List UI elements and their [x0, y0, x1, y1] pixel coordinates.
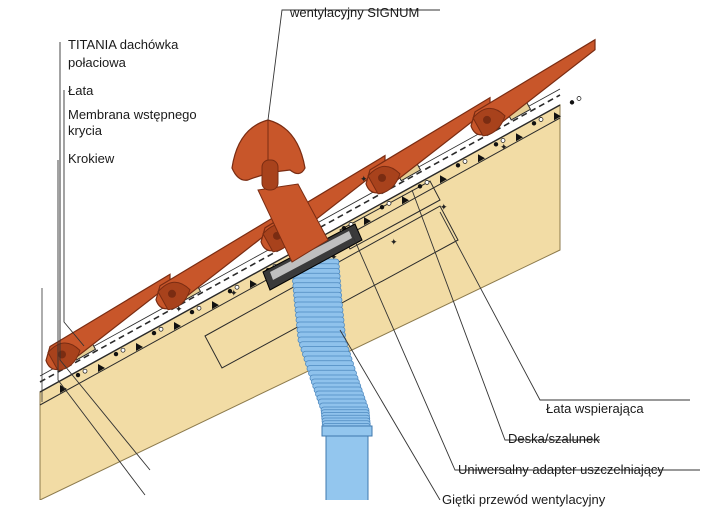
star-marker: ✦ — [175, 305, 183, 315]
membrane-dot-marker — [75, 372, 81, 378]
leader-lines — [57, 9, 700, 501]
membrane-hole-marker — [386, 201, 392, 206]
label-krokiew: Krokiew — [68, 151, 115, 166]
membrane-arrow-marker — [478, 154, 485, 163]
star-marker: ✦ — [390, 238, 398, 248]
label-membrana: Membrana wstępnego — [68, 107, 197, 122]
membrane-dot-marker — [493, 142, 499, 147]
sealing-adapter-inner — [270, 231, 352, 280]
label-adapter: Uniwersalny adapter uszczelniający — [458, 462, 664, 477]
tile-lug — [378, 173, 386, 182]
star-marker: ✦ — [230, 289, 238, 299]
leader-krokiew — [57, 160, 146, 496]
tile-lug — [483, 115, 491, 124]
membrane-markers: ✦✦✦✦✦✦✦✦ — [60, 96, 582, 393]
membrane-arrow-marker — [402, 196, 409, 205]
membrane-hole-marker — [196, 305, 202, 311]
membrane-hole-marker — [500, 138, 506, 143]
membrane-hole-marker — [538, 117, 544, 122]
membrane-arrow-marker — [60, 384, 67, 393]
label-deska: Deska/szalunek — [508, 431, 600, 446]
roof-tile — [470, 38, 596, 136]
leader-adapter — [351, 233, 700, 471]
membrane-dot-marker — [151, 330, 157, 336]
label-titania: TITANIA dachówka — [68, 37, 179, 52]
membrane-dot-marker — [455, 163, 461, 168]
membrane-dot-marker — [379, 205, 385, 210]
membrane-dot-marker — [227, 288, 233, 294]
membrane-hole-marker — [234, 284, 240, 290]
leader-lata-wspierajaca — [439, 211, 690, 401]
label-titania-2: połaciowa — [68, 55, 126, 70]
membrane-dot-marker — [417, 184, 423, 189]
star-marker: ✦ — [330, 253, 338, 263]
membrane-dot-marker — [189, 309, 195, 315]
membrane-hole-marker — [424, 180, 430, 185]
membrane-hole-marker — [576, 96, 582, 101]
roof-tile — [365, 96, 491, 194]
membrane-arrow-marker — [250, 280, 257, 289]
membrane-arrow-marker — [136, 343, 143, 352]
membrane-arrow-marker — [98, 363, 105, 372]
vent-body — [257, 183, 329, 263]
leader-deska — [411, 189, 600, 441]
roof-tile — [45, 273, 171, 371]
membrane-arrow-marker — [212, 301, 219, 310]
leader-membrana — [59, 130, 151, 471]
membrane-dot-marker — [569, 100, 575, 105]
label-lata-wspierajaca: Łata wspierająca — [546, 401, 644, 416]
membrane-arrow-marker — [174, 322, 181, 331]
membrane-hole-marker — [82, 368, 88, 374]
tile-lug — [58, 350, 66, 359]
leader-signum — [267, 9, 440, 121]
membrane-arrow-marker — [364, 217, 371, 226]
tile-lug — [168, 289, 176, 298]
rigid-pipe — [325, 431, 369, 503]
membrane-hole-marker — [120, 347, 126, 353]
star-marker: ✦ — [500, 143, 508, 153]
vent-cap-slot — [261, 159, 279, 191]
leader-bottom — [339, 329, 441, 501]
label-signum: wentylacyjny SIGNUM — [290, 5, 420, 20]
membrane-dot-marker — [113, 351, 119, 357]
membrane-arrow-marker — [516, 133, 523, 142]
membrane-arrow-marker — [554, 112, 561, 121]
star-marker: ✦ — [440, 203, 448, 213]
membrane-hole-marker — [462, 159, 468, 164]
membrane-line — [39, 94, 561, 383]
rigid-pipe-collar — [321, 425, 373, 437]
roof-tile — [155, 212, 281, 310]
membrane-dot-marker — [531, 121, 537, 126]
label-membrana-2: krycia — [68, 123, 102, 138]
label-lata: Łata — [68, 83, 94, 98]
supporting-batten-box-1 — [204, 205, 459, 369]
membrane-arrow-marker — [440, 175, 447, 184]
membrane-hole-marker — [158, 326, 164, 332]
leader-lata — [63, 90, 85, 347]
star-marker: ✦ — [360, 175, 368, 185]
